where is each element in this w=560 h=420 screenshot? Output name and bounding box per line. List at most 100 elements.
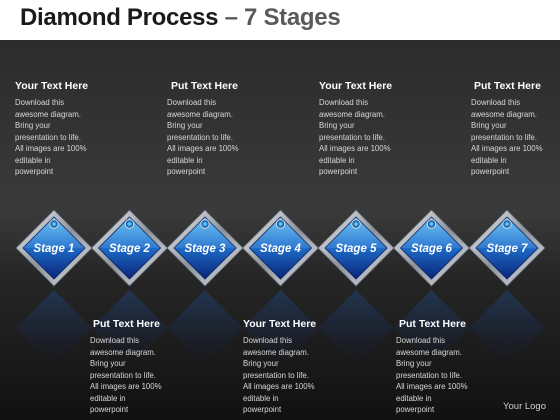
text-block-heading: Your Text Here [243, 318, 317, 330]
diamond-hole-icon [351, 219, 361, 229]
stage-diamond: Stage 7 [468, 209, 546, 366]
body-line: presentation to life. [243, 370, 309, 380]
text-block-heading: Put Text Here [93, 318, 160, 330]
top-text-block-2: Put Text Here Download this awesome diag… [167, 80, 249, 178]
body-line: powerpoint [319, 167, 358, 176]
text-block-heading: Your Text Here [15, 80, 89, 92]
body-line: awesome diagram. [471, 109, 537, 119]
body-line: powerpoint [15, 167, 54, 176]
body-line: powerpoint [396, 405, 435, 414]
diamond-hole-icon [502, 219, 512, 229]
body-line: Bring your [90, 359, 126, 368]
diamond-reflection [167, 290, 243, 366]
body-line: presentation to life. [471, 132, 537, 142]
body-line: Download this [471, 98, 520, 107]
body-line: All images are 100% [167, 144, 239, 153]
body-line: presentation to life. [396, 370, 462, 380]
body-line: Download this [243, 336, 292, 345]
diamond-reflection [393, 290, 470, 366]
body-line: Download this [90, 336, 139, 345]
title-main: Diamond Process [20, 4, 219, 31]
body-line: All images are 100% [319, 144, 391, 153]
diamond-process-diagram: Stage 1 Stage 2 Stage 3 Stage 4 Stage 5 Stage… [15, 209, 546, 366]
stage-label: Stage 4 [260, 243, 302, 255]
diamond-face [324, 216, 388, 280]
title-dash: – [218, 4, 245, 31]
body-line: awesome diagram. [396, 347, 462, 357]
body-line: Bring your [396, 359, 432, 368]
text-block-heading: Put Text Here [474, 80, 541, 92]
text-block-body: Download this awesome diagram. Bring you… [90, 335, 172, 416]
body-line: Download this [15, 98, 64, 107]
stage-diamond: Stage 3 [166, 209, 244, 366]
diamond-row: Stage 1 Stage 2 Stage 3 Stage 4 Stage 5 Stage… [15, 209, 546, 366]
diamond-face [22, 216, 86, 280]
text-block-heading: Put Text Here [399, 318, 466, 330]
diamond-highlight [476, 217, 538, 248]
stage-label: Stage 6 [411, 243, 453, 255]
body-line: powerpoint [167, 167, 206, 176]
diamond-reflection [16, 290, 92, 366]
logo-placeholder: Your Logo [503, 401, 546, 412]
body-line: presentation to life. [319, 132, 385, 142]
bottom-text-block-3: Put Text Here Download this awesome diag… [396, 318, 478, 416]
top-text-block-1: Your Text Here Download this awesome dia… [15, 80, 97, 178]
body-line: All images are 100% [15, 144, 87, 153]
body-line: Download this [319, 98, 368, 107]
diamond-hole-icon [275, 219, 286, 229]
diamond-reflection [91, 290, 168, 366]
body-line: powerpoint [471, 167, 510, 176]
body-line: Download this [167, 98, 216, 107]
text-block-body: Download this awesome diagram. Bring you… [167, 97, 249, 178]
page-title: Diamond Process – 7 Stages [20, 4, 341, 32]
text-block-body: Download this awesome diagram. Bring you… [15, 97, 97, 178]
body-line: editable in [243, 393, 279, 403]
diamond-face [97, 216, 162, 280]
stage-label: Stage 5 [336, 243, 378, 255]
text-block-body: Download this awesome diagram. Bring you… [471, 97, 553, 178]
diamond-highlight [174, 217, 236, 248]
body-line: awesome diagram. [15, 109, 81, 119]
body-line: powerpoint [90, 405, 129, 414]
diamond-face [248, 216, 313, 280]
top-text-block-4: Put Text Here Download this awesome diag… [471, 80, 553, 178]
body-line: powerpoint [243, 405, 282, 414]
body-line: editable in [396, 393, 432, 403]
body-line: awesome diagram. [243, 347, 309, 357]
body-line: All images are 100% [396, 382, 468, 391]
diamond-highlight [325, 217, 387, 248]
stage-diamond: Stage 4 [241, 209, 320, 366]
diamond-face [475, 216, 539, 280]
body-line: editable in [319, 155, 355, 165]
bottom-text-block-2: Your Text Here Download this awesome dia… [243, 318, 325, 416]
diamond-face [399, 216, 464, 280]
stage-label: Stage 2 [109, 243, 151, 255]
text-block-heading: Put Text Here [171, 80, 238, 92]
diamond-highlight [400, 217, 463, 248]
diamond-reflection [242, 290, 319, 366]
diamond-hole-icon [49, 219, 59, 229]
diamond-highlight [98, 217, 161, 248]
body-line: Bring your [471, 121, 507, 130]
body-line: presentation to life. [167, 132, 233, 142]
text-block-body: Download this awesome diagram. Bring you… [396, 335, 478, 416]
body-line: editable in [167, 155, 203, 165]
diamond-highlight [23, 217, 85, 248]
body-line: presentation to life. [15, 132, 81, 142]
body-line: presentation to life. [90, 370, 156, 380]
body-line: All images are 100% [90, 382, 162, 391]
diamond-highlight [249, 217, 312, 248]
body-line: awesome diagram. [319, 109, 385, 119]
body-line: Download this [396, 336, 445, 345]
body-line: Bring your [319, 121, 355, 130]
stage-diamond: Stage 1 [15, 209, 93, 366]
stage-diamond: Stage 5 [317, 209, 395, 366]
title-bar: Diamond Process – 7 Stages [0, 0, 560, 40]
body-line: Bring your [243, 359, 279, 368]
body-line: Bring your [167, 121, 203, 130]
body-line: editable in [471, 155, 507, 165]
body-line: editable in [90, 393, 126, 403]
diamond-hole-icon [426, 219, 437, 229]
body-line: awesome diagram. [167, 109, 233, 119]
top-text-block-3: Your Text Here Download this awesome dia… [319, 80, 401, 178]
